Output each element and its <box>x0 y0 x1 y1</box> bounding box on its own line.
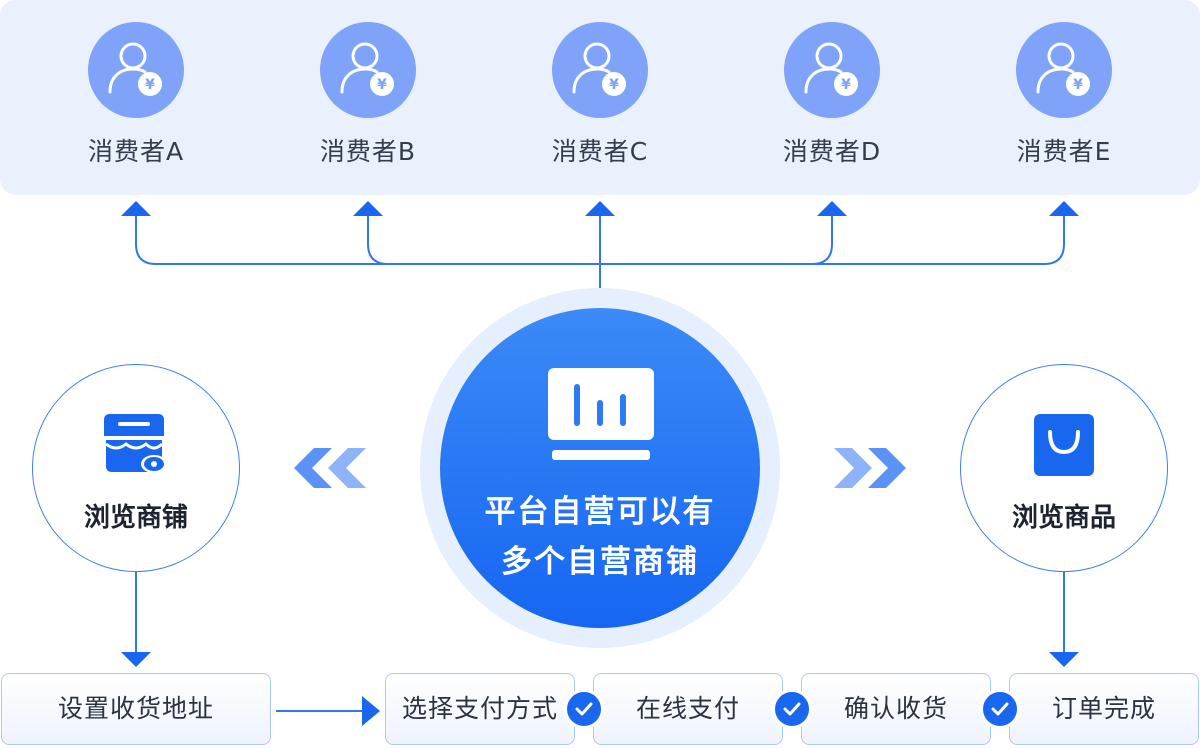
check-icon <box>980 689 1020 729</box>
center-title-line1: 平台自营可以有 <box>484 494 716 530</box>
arrow-down-icon <box>121 652 151 667</box>
svg-text:¥: ¥ <box>145 77 155 93</box>
browse-shop-label: 浏览商铺 <box>83 503 188 533</box>
check-icon <box>772 689 812 729</box>
svg-text:¥: ¥ <box>377 77 387 93</box>
step-online-payment: 在线支付 <box>593 673 783 745</box>
consumer-label: 消费者D <box>782 137 882 166</box>
arrow-down-icon <box>1049 652 1079 667</box>
step-confirm-receipt: 确认收货 <box>801 673 991 745</box>
storefront-eye-icon <box>104 414 167 473</box>
svg-text:¥: ¥ <box>841 77 851 93</box>
center-node <box>440 308 760 628</box>
svg-text:¥: ¥ <box>609 77 619 93</box>
double-chevron-right-icon <box>834 448 906 488</box>
arrow-up-icon <box>121 201 151 216</box>
step-order-complete: 订单完成 <box>1009 673 1199 745</box>
step-choose-payment: 选择支付方式 <box>385 673 575 745</box>
arrow-up-icon <box>585 201 615 216</box>
consumer-e: ¥ 消费者E <box>984 22 1144 168</box>
consumer-a: ¥ 消费者A <box>56 22 216 168</box>
user-yuan-icon: ¥ <box>1016 22 1112 118</box>
bar-chart-monitor-icon <box>548 368 654 460</box>
shopping-bag-icon <box>1034 414 1094 476</box>
arrow-up-icon <box>353 201 383 216</box>
arrow-up-icon <box>817 201 847 216</box>
consumer-b: ¥ 消费者B <box>288 22 448 168</box>
step-set-address: 设置收货地址 <box>1 673 271 745</box>
double-chevron-left-icon <box>294 448 366 488</box>
browse-product-label: 浏览商品 <box>1011 503 1116 533</box>
consumer-c: ¥ 消费者C <box>520 22 680 168</box>
user-yuan-icon: ¥ <box>88 22 184 118</box>
consumer-label: 消费者E <box>1016 137 1112 166</box>
user-yuan-icon: ¥ <box>784 22 880 118</box>
consumer-label: 消费者C <box>551 137 649 166</box>
user-yuan-icon: ¥ <box>320 22 416 118</box>
user-yuan-icon: ¥ <box>552 22 648 118</box>
consumer-d: ¥ 消费者D <box>752 22 912 168</box>
arrow-up-icon <box>1049 201 1079 216</box>
consumer-label: 消费者A <box>87 137 185 166</box>
arrow-right-icon <box>362 696 380 726</box>
check-icon <box>564 689 604 729</box>
consumer-label: 消费者B <box>319 137 417 166</box>
svg-text:¥: ¥ <box>1073 77 1083 93</box>
center-title-line2: 多个自营商铺 <box>501 544 699 580</box>
